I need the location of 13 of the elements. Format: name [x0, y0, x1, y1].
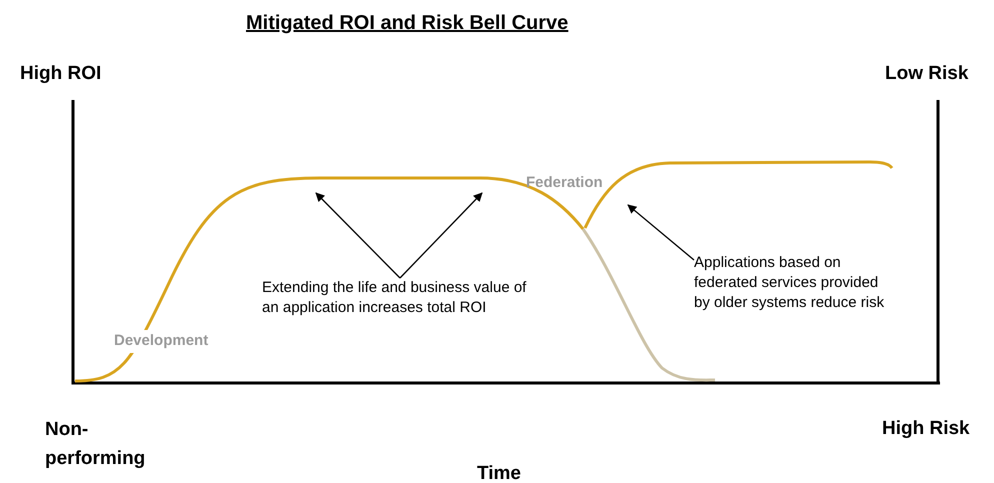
axis-label: High ROI	[20, 62, 102, 86]
annotation-text: Applications based on federated services provided by older systems reduce risk	[694, 253, 894, 313]
axis-label: Time	[477, 462, 522, 483]
arrow	[315, 192, 400, 278]
axis-label: High Risk	[882, 417, 970, 441]
axis-label: Development	[112, 330, 210, 352]
axis-label: Non-performing	[45, 418, 145, 471]
arrow	[627, 204, 694, 260]
title: Mitigated ROI and Risk Bell Curve	[246, 11, 568, 36]
arrow	[400, 192, 483, 278]
axis-label: Federation	[526, 173, 603, 193]
annotation-text: Extending the life and business value of an application increases total ROI	[262, 278, 540, 318]
axis-label: Low Risk	[885, 62, 968, 86]
